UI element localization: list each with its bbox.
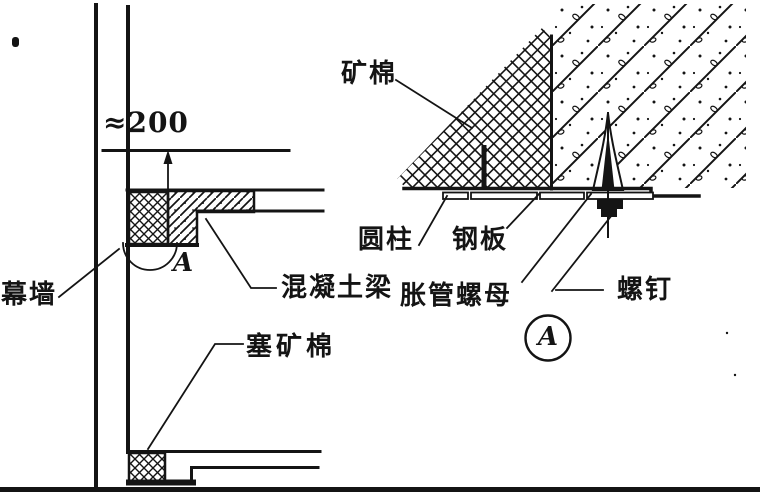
scan-dot <box>725 331 729 335</box>
expansion-nut-leader-line <box>520 192 593 284</box>
dimension-label: ≈200 <box>103 106 189 139</box>
section-view <box>57 3 325 487</box>
mineral-wool-fringe <box>397 28 550 187</box>
concrete-beam-shape <box>166 189 256 247</box>
mineral-wool-block <box>127 190 170 246</box>
curtain-wall-label: 幕墙 <box>1 280 58 310</box>
stuffed-wool-leader-line <box>146 343 244 451</box>
dimension-arrow-icon <box>163 150 173 164</box>
screw-leader-line <box>550 213 614 293</box>
cylinder-pin <box>481 145 487 190</box>
mineral-wool-label: 矿棉 <box>341 59 398 89</box>
expansion-tube-nut-label: 胀管螺母 <box>400 281 513 311</box>
cylinder-leader-line <box>417 194 449 247</box>
concrete-beam-label: 混凝土梁 <box>281 273 394 303</box>
detail-a-circle-marker <box>524 314 572 362</box>
curtain-wall-leader-line <box>57 247 121 299</box>
cylinder-label: 圆柱 <box>358 225 415 255</box>
steel-plate-label: 钢板 <box>452 225 509 255</box>
scan-dot <box>733 373 737 377</box>
scan-speck <box>12 37 19 47</box>
steel-plate <box>442 191 654 200</box>
concrete-hatch-field <box>553 4 746 188</box>
detail-a-mark-circled: A <box>537 321 559 352</box>
page-edge-band <box>0 487 760 492</box>
detail-a-view <box>394 4 746 362</box>
floor-recess-line <box>190 466 320 482</box>
expansion-nut-shape <box>597 199 623 217</box>
screw-label: 螺钉 <box>617 275 674 305</box>
detail-a-arc-marker <box>122 242 178 271</box>
concrete-beam-leader-line <box>204 217 277 289</box>
stuffed-mineral-wool-label: 塞矿棉 <box>246 332 337 362</box>
mineral-wool-leader-line <box>394 78 474 130</box>
floor-mineral-wool-block <box>127 451 167 485</box>
detail-a-mark-plain: A <box>173 248 194 278</box>
steel-plate-leader-line <box>505 192 541 230</box>
